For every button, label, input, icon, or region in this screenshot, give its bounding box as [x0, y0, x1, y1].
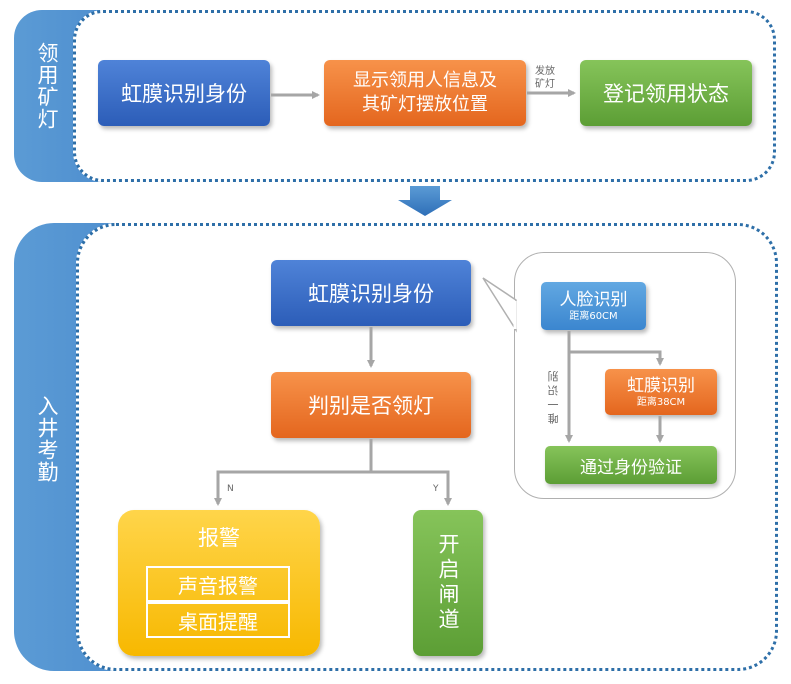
callout-iris-title: 虹膜识别 — [627, 375, 695, 396]
face-box: 人脸识别 距离60CM — [541, 282, 646, 330]
s1-arrow-label-2: 矿灯 — [535, 79, 555, 90]
s2-iris-box: 虹膜识别身份 — [271, 260, 471, 326]
gate-box: 开启闸道 — [413, 510, 483, 656]
s1-iris-text: 虹膜识别身份 — [121, 82, 247, 106]
alarm-box: 报警 — [118, 510, 320, 656]
alarm-sound-text: 声音报警 — [178, 573, 258, 598]
face-dist: 距离60CM — [569, 310, 618, 322]
s1-display-line1: 显示领用人信息及 — [353, 70, 497, 91]
alarm-desktop-text: 桌面提醒 — [178, 609, 258, 634]
branch-yes-label: Y — [433, 484, 439, 494]
callout-pointer — [482, 277, 517, 333]
verify-text: 通过身份验证 — [580, 457, 682, 478]
s2-judge-text: 判别是否领灯 — [308, 394, 434, 418]
section2-label: 入井考勤 — [35, 395, 59, 483]
s2-branch-no — [214, 470, 371, 506]
verify-box: 通过身份验证 — [545, 446, 717, 484]
face-title: 人脸识别 — [559, 289, 628, 310]
gate-text: 开启闸道 — [436, 533, 460, 633]
alarm-title: 报警 — [198, 526, 240, 550]
alarm-desktop-box: 桌面提醒 — [146, 602, 290, 638]
s1-display-box: 显示领用人信息及 其矿灯摆放位置 — [324, 60, 526, 126]
s1-arrow-label-1: 发放 — [535, 66, 555, 77]
s2-judge-box: 判别是否领灯 — [271, 372, 471, 438]
s1-iris-box: 虹膜识别身份 — [98, 60, 270, 126]
alarm-sound-box: 声音报警 — [146, 566, 290, 602]
s2-branch-yes — [371, 470, 452, 506]
big-down-arrow — [398, 186, 452, 216]
s1-register-box: 登记领用状态 — [580, 60, 752, 126]
callout-iris-dist: 距离38CM — [636, 396, 686, 408]
branch-no-label: N — [227, 484, 234, 494]
s1-display-line2: 其矿灯摆放位置 — [362, 94, 488, 115]
s2-iris-text: 虹膜识别身份 — [308, 282, 434, 306]
s1-register-text: 登记领用状态 — [603, 82, 729, 106]
callout-arrow-face-iris — [569, 350, 664, 366]
section1-label: 领用矿灯 — [35, 42, 59, 130]
callout-iris-box: 虹膜识别 距离38CM — [605, 369, 717, 415]
